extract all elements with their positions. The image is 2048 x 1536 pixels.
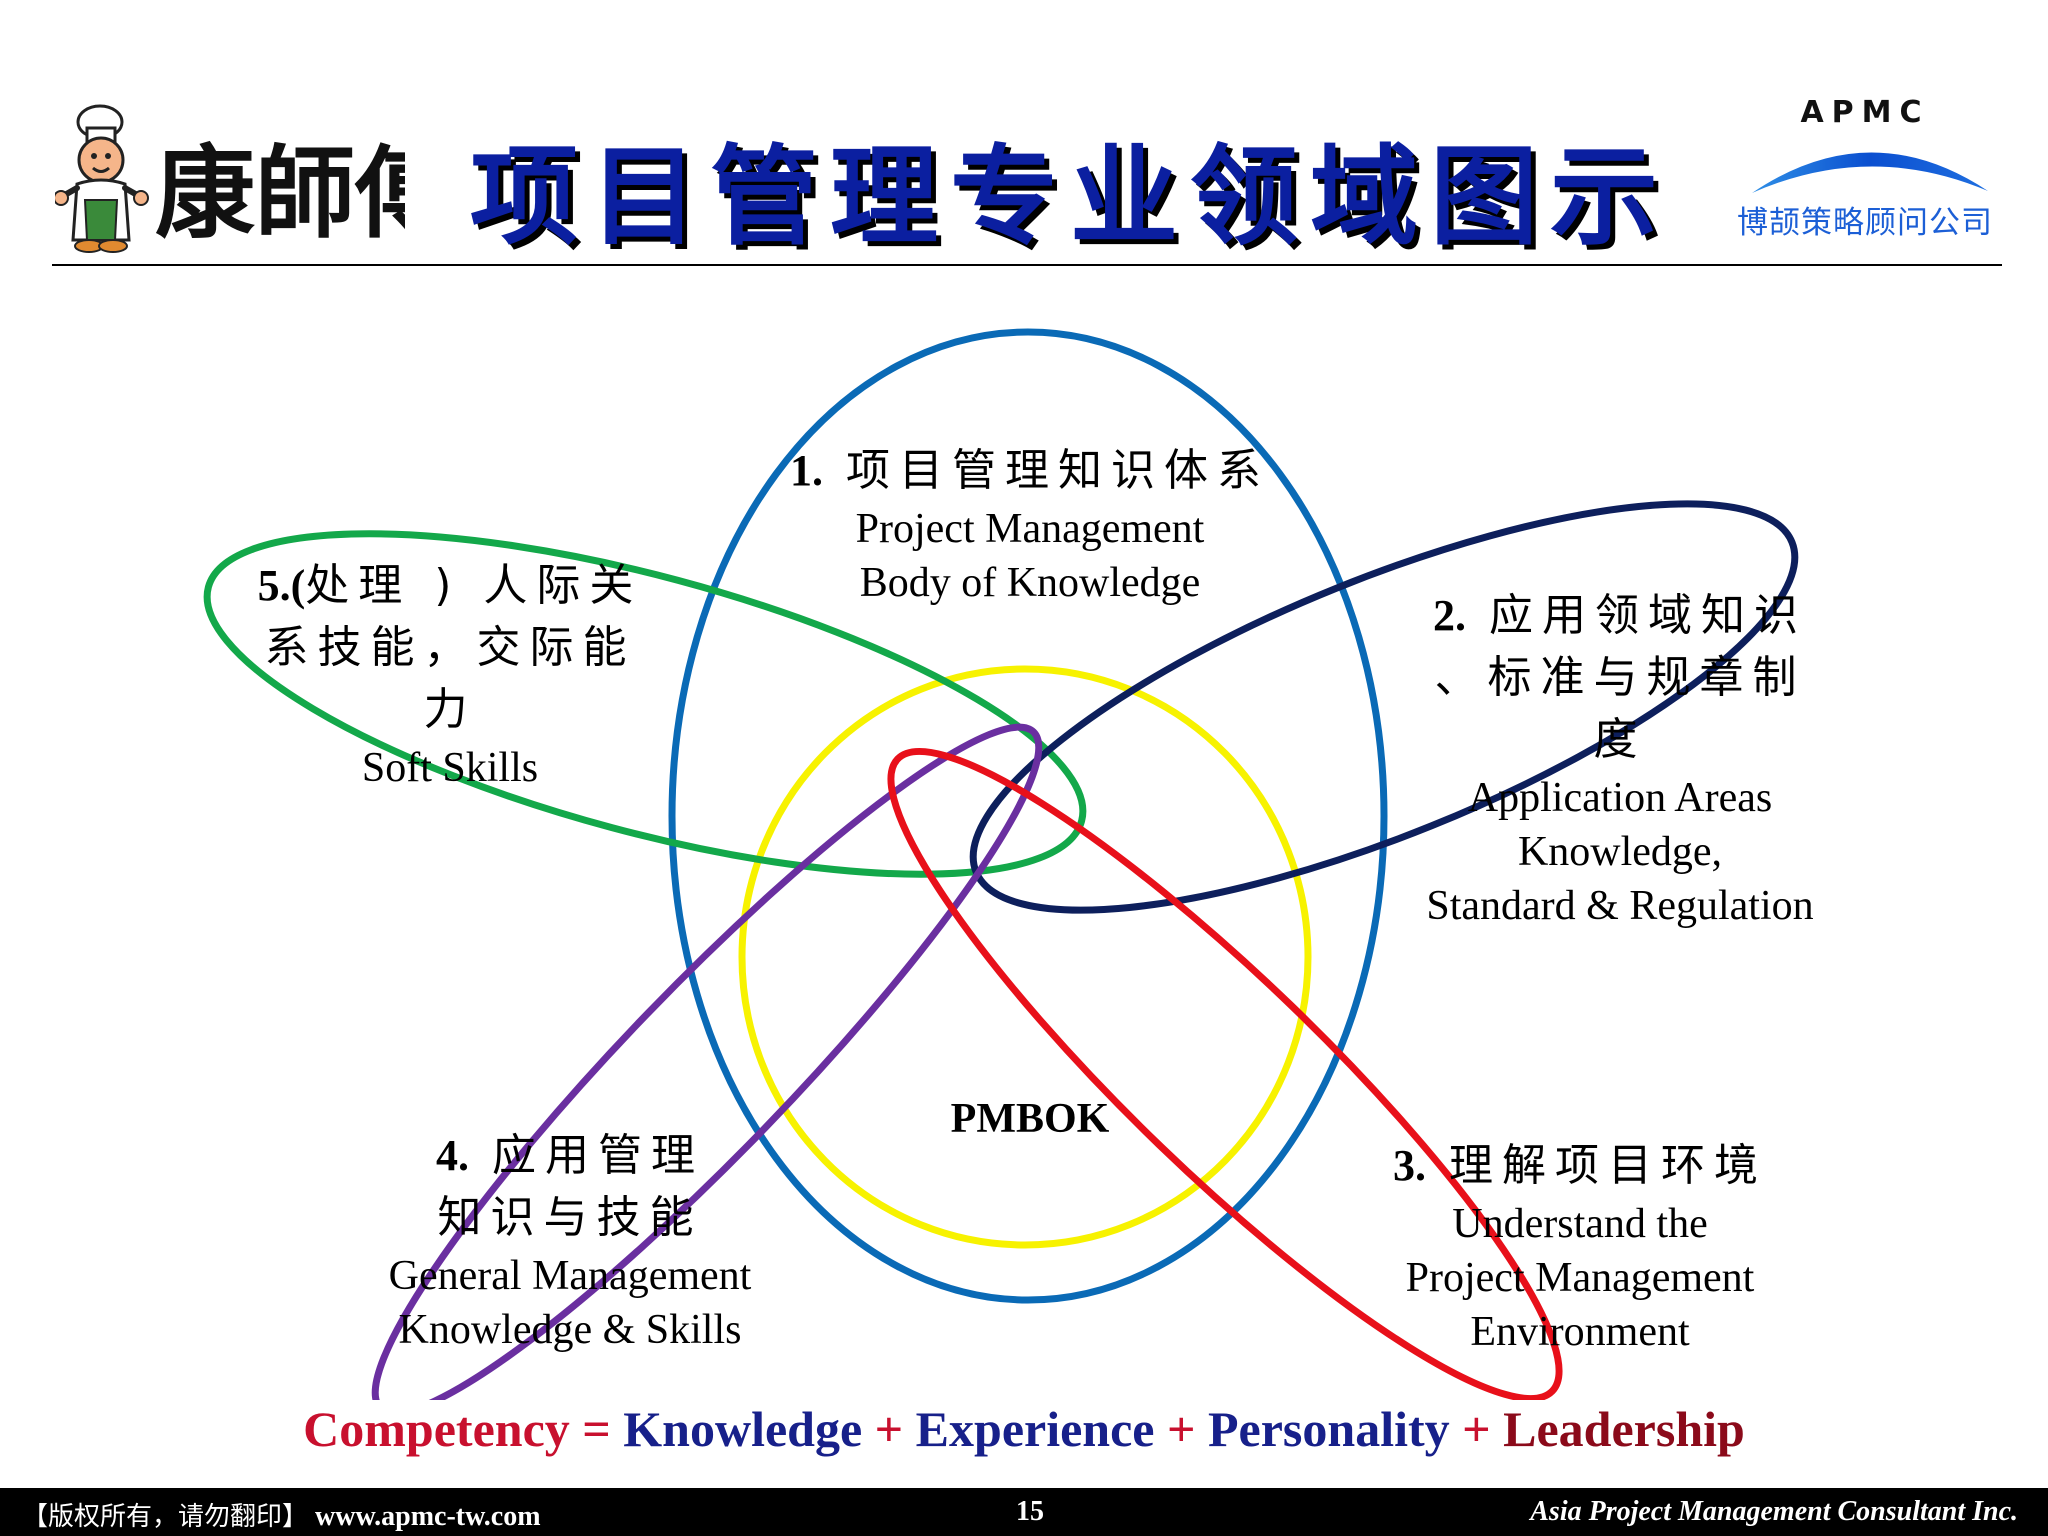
- area-2-number: 2.: [1433, 591, 1466, 640]
- footer-copyright: 【版权所有，请勿翻印】: [22, 1502, 309, 1532]
- slide-title: 项目管理专业领域图示: [470, 135, 1671, 260]
- area-1-number: 1.: [790, 446, 823, 495]
- page-number: 15: [1016, 1496, 1044, 1527]
- competency-formula: Competency = Knowledge + Experience + Pe…: [0, 1400, 2048, 1458]
- apmc-wordmark: APMC: [1800, 95, 1930, 130]
- area-5-label: 5.(处理 ) 人际关 系技能，交际能 力 Soft Skills: [230, 555, 670, 795]
- ellipse-area-4: [371, 723, 1043, 1400]
- area-2-en-line-1: Application Areas: [1467, 775, 1773, 821]
- pm-areas-diagram: [203, 328, 1799, 1400]
- plus-sign: +: [1154, 1401, 1208, 1457]
- footer-company: Asia Project Management Consultant Inc.: [1530, 1496, 2018, 1527]
- area-5-cn-line-2: 系技能，交际能: [264, 622, 636, 673]
- brand-logo: 康師傅: [53, 100, 455, 260]
- area-2-cn-line-3: 度: [1593, 714, 1647, 765]
- competency-term-knowledge: Knowledge: [623, 1401, 863, 1457]
- area-3-label: 3. 理解项目环境 Understand the Project Managem…: [1360, 1135, 1800, 1359]
- area-1-label: 1. 项目管理知识体系 Project Management Body of K…: [740, 440, 1320, 610]
- apmc-logo: APMC 博颉策略顾问公司: [1720, 95, 2010, 245]
- chef-mascot-icon: 康師傅: [53, 104, 455, 253]
- area-1-en-line-2: Body of Knowledge: [859, 560, 1201, 606]
- area-2-en-line-2: Knowledge,: [1517, 829, 1723, 875]
- ellipse-area-3: [887, 747, 1563, 1400]
- pmbok-label: PMBOK: [950, 1096, 1110, 1142]
- competency-term-leadership: Leadership: [1503, 1401, 1745, 1457]
- area-2-cn-line-1: 应用领域知识: [1489, 590, 1807, 641]
- brand-text: 康師傅: [155, 134, 405, 252]
- area-3-en-line-2: Project Management: [1405, 1255, 1755, 1301]
- area-4-en-line-2: Knowledge & Skills: [398, 1307, 742, 1353]
- footer-bar: 【版权所有，请勿翻印】 www.apmc-tw.com 15 Asia Proj…: [0, 1488, 2048, 1536]
- area-2-cn-line-2: 、标准与规章制: [1434, 652, 1806, 703]
- area-5-en-line-1: Soft Skills: [361, 745, 539, 791]
- area-3-en-line-3: Environment: [1470, 1309, 1690, 1355]
- plus-sign: +: [862, 1401, 916, 1457]
- area-3-cn: 理解项目环境: [1449, 1140, 1767, 1191]
- area-4-cn-line-2: 知识与技能: [437, 1192, 703, 1243]
- area-1-en-line-1: Project Management: [855, 506, 1205, 552]
- area-4-en-line-1: General Management: [388, 1253, 752, 1299]
- footer-left: 【版权所有，请勿翻印】 www.apmc-tw.com: [22, 1496, 541, 1533]
- area-4-cn-line-1: 应用管理: [492, 1130, 704, 1181]
- area-3-en-line-1: Understand the: [1452, 1201, 1708, 1247]
- ellipse-pmbok-center: [738, 665, 1312, 1249]
- header-divider: [52, 264, 2002, 266]
- area-2-en-line-3: Standard & Regulation: [1426, 883, 1814, 929]
- competency-term-experience: Experience: [915, 1401, 1155, 1457]
- area-5-cn-line-3: 力: [423, 684, 477, 735]
- area-1-cn: 项目管理知识体系: [846, 445, 1270, 496]
- competency-term-personality: Personality: [1208, 1401, 1450, 1457]
- apmc-company-name: 博颉策略顾问公司: [1737, 205, 1993, 241]
- area-4-label: 4. 应用管理 知识与技能 General Management Knowled…: [340, 1125, 800, 1357]
- area-4-number: 4.: [436, 1131, 469, 1180]
- apmc-arc-icon: [1752, 152, 1988, 193]
- area-5-cn-line-1: 处理 ) 人际关: [305, 560, 643, 611]
- plus-sign: +: [1449, 1401, 1504, 1457]
- ellipse-area-5: [203, 530, 1087, 878]
- area-2-label: 2. 应用领域知识 、标准与规章制 度 Application Areas Kn…: [1400, 585, 1840, 933]
- area-5-number: 5.(: [257, 561, 306, 610]
- ellipse-area-1: [668, 328, 1388, 1304]
- footer-url[interactable]: www.apmc-tw.com: [315, 1501, 541, 1532]
- competency-lhs: Competency: [303, 1401, 570, 1457]
- competency-equals: =: [569, 1401, 624, 1457]
- area-3-number: 3.: [1393, 1141, 1426, 1190]
